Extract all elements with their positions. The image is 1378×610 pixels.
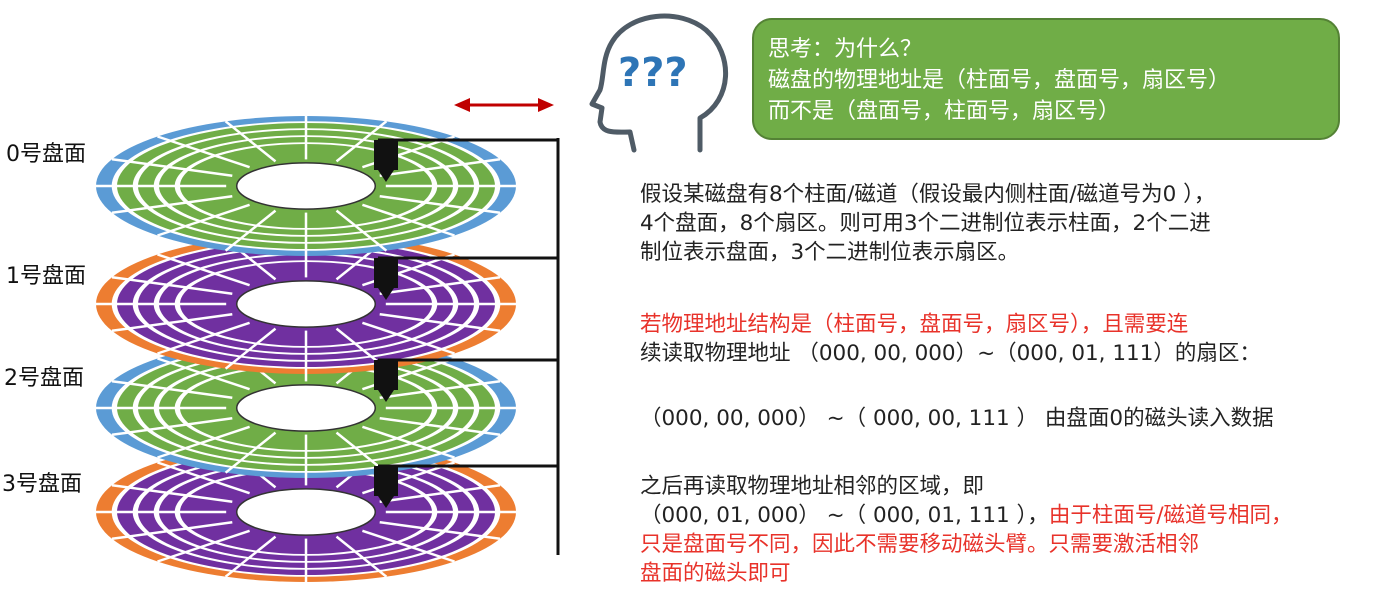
platter-2-sector-2: [362, 425, 455, 459]
platter-3-sector-7: [111, 520, 233, 541]
arrow-right-head: [538, 98, 554, 112]
read-head-tip-1: [378, 288, 394, 300]
para2-line-1: 若物理地址结构是（柱面号，盘面号，扇区号），且需要连: [640, 312, 1189, 337]
platter-2-sector-9: [111, 379, 233, 400]
read-head-1: [374, 258, 398, 288]
platter-stack: [96, 116, 516, 582]
platter-1-sector-10: [157, 253, 250, 287]
platter-3-sector-3: [335, 535, 388, 578]
para4-line-1: 之后再读取物理地址相邻的区域，即: [640, 474, 985, 499]
platter-2-sector-6: [157, 425, 250, 459]
platter-1-sector-1: [379, 312, 501, 333]
para4-line-2: （000, 01, 000） ~（ 000, 01, 111 ），由于柱面号/磁…: [640, 501, 1293, 530]
platter-0-sector-10: [157, 135, 250, 169]
para4-line-2-red: 由于柱面号/磁道号相同，: [1048, 503, 1293, 528]
platter-3-sector-10: [157, 461, 250, 495]
platter-2-hub: [235, 384, 377, 432]
para2-line-2: 续读取物理地址 （000, 00, 000）~（000, 01, 111）的扇区…: [640, 341, 1261, 366]
platter-3-sector-2: [362, 529, 455, 563]
paragraph-condition: 若物理地址结构是（柱面号，盘面号，扇区号），且需要连 续读取物理地址 （000,…: [640, 310, 1261, 368]
platter-label-3: 3号盘面: [2, 472, 82, 497]
read-head-tip-3: [378, 496, 394, 508]
paragraph-adjacent: 之后再读取物理地址相邻的区域，即 （000, 01, 000） ~（ 000, …: [640, 472, 1293, 588]
platter-3-sector-5: [224, 535, 277, 578]
platter-0-sector-7: [111, 194, 233, 215]
platter-label-1: 1号盘面: [6, 264, 86, 289]
platter-3-sector-6: [157, 529, 250, 563]
double-arrow-icon: [454, 98, 554, 112]
platter-1: [96, 234, 516, 374]
platter-label-2: 2号盘面: [4, 366, 84, 391]
platter-1-sector-6: [157, 321, 250, 355]
platter-3-sector-1: [379, 520, 501, 541]
read-head-3: [374, 466, 398, 496]
para4-line-4: 盘面的磁头即可: [640, 561, 791, 586]
question-marks-icon: ???: [618, 50, 688, 96]
read-head-tip-0: [378, 170, 394, 182]
platter-0-sector-9: [111, 157, 233, 178]
platter-0-sector-1: [379, 194, 501, 215]
head-outline: [589, 13, 729, 153]
platter-1-sector-7: [111, 312, 233, 333]
paragraph-read-platter0: （000, 00, 000） ~（ 000, 00, 111 ） 由盘面0的磁头…: [640, 404, 1274, 433]
thought-bubble: 思考：为什么？ 磁盘的物理地址是（柱面号，盘面号，扇区号） 而不是（盘面号，柱面…: [752, 18, 1340, 140]
platter-0-sector-6: [157, 203, 250, 237]
para3-line-1: （000, 00, 000） ~（ 000, 00, 111 ） 由盘面0的磁头…: [640, 406, 1274, 431]
read-head-0: [374, 140, 398, 170]
platter-3-sector-9: [111, 483, 233, 504]
bubble-line-2: 磁盘的物理地址是（柱面号，盘面号，扇区号）: [768, 68, 1231, 93]
platter-1-sector-5: [224, 327, 277, 370]
para4-line-3: 只是盘面号不同，因此不需要移动磁头臂。只需要激活相邻: [640, 532, 1200, 557]
read-head-2: [374, 360, 398, 390]
read-head-tip-2: [378, 390, 394, 402]
platter-2-sector-7: [111, 416, 233, 437]
para4-line-2-black: （000, 01, 000） ~（ 000, 01, 111 ），: [640, 503, 1049, 528]
platter-1-sector-2: [362, 321, 455, 355]
platter-1-sector-15: [379, 275, 501, 296]
platter-0-sector-15: [379, 157, 501, 178]
platter-label-0: 0号盘面: [6, 142, 86, 167]
platter-0-sector-11: [224, 120, 277, 163]
platter-2-sector-1: [379, 416, 501, 437]
platter-0-sector-5: [224, 209, 277, 252]
bubble-line-3: 而不是（盘面号，柱面号，扇区号）: [768, 99, 1121, 124]
platter-3: [96, 442, 516, 582]
head-arm-assembly: [374, 138, 560, 555]
platter-0-sector-13: [335, 120, 388, 163]
platter-3-sector-15: [379, 483, 501, 504]
bubble-line-1: 思考：为什么？: [768, 37, 923, 62]
para1-line-2: 4个盘面，8个扇区。则可用3个二进制位表示柱面，2个二进: [640, 211, 1211, 236]
para1-line-1: 假设某磁盘有8个柱面/磁道（假设最内侧柱面/磁道号为0 ），: [640, 182, 1216, 207]
para1-line-3: 制位表示盘面，3个二进制位表示扇区。: [640, 240, 1020, 265]
platter-0-sector-3: [335, 209, 388, 252]
platter-2-sector-10: [157, 357, 250, 391]
head-silhouette-icon: ???: [589, 13, 729, 153]
platter-2-sector-5: [224, 431, 277, 474]
platter-3-hub: [235, 488, 377, 536]
platter-1-sector-9: [111, 275, 233, 296]
platter-2-sector-15: [379, 379, 501, 400]
platter-1-hub: [235, 280, 377, 328]
arrow-left-head: [454, 98, 470, 112]
platter-0-hub: [235, 162, 377, 210]
platter-0-sector-2: [362, 203, 455, 237]
paragraph-assumption: 假设某磁盘有8个柱面/磁道（假设最内侧柱面/磁道号为0 ）， 4个盘面，8个扇区…: [640, 180, 1215, 267]
platter-0: [96, 116, 516, 256]
